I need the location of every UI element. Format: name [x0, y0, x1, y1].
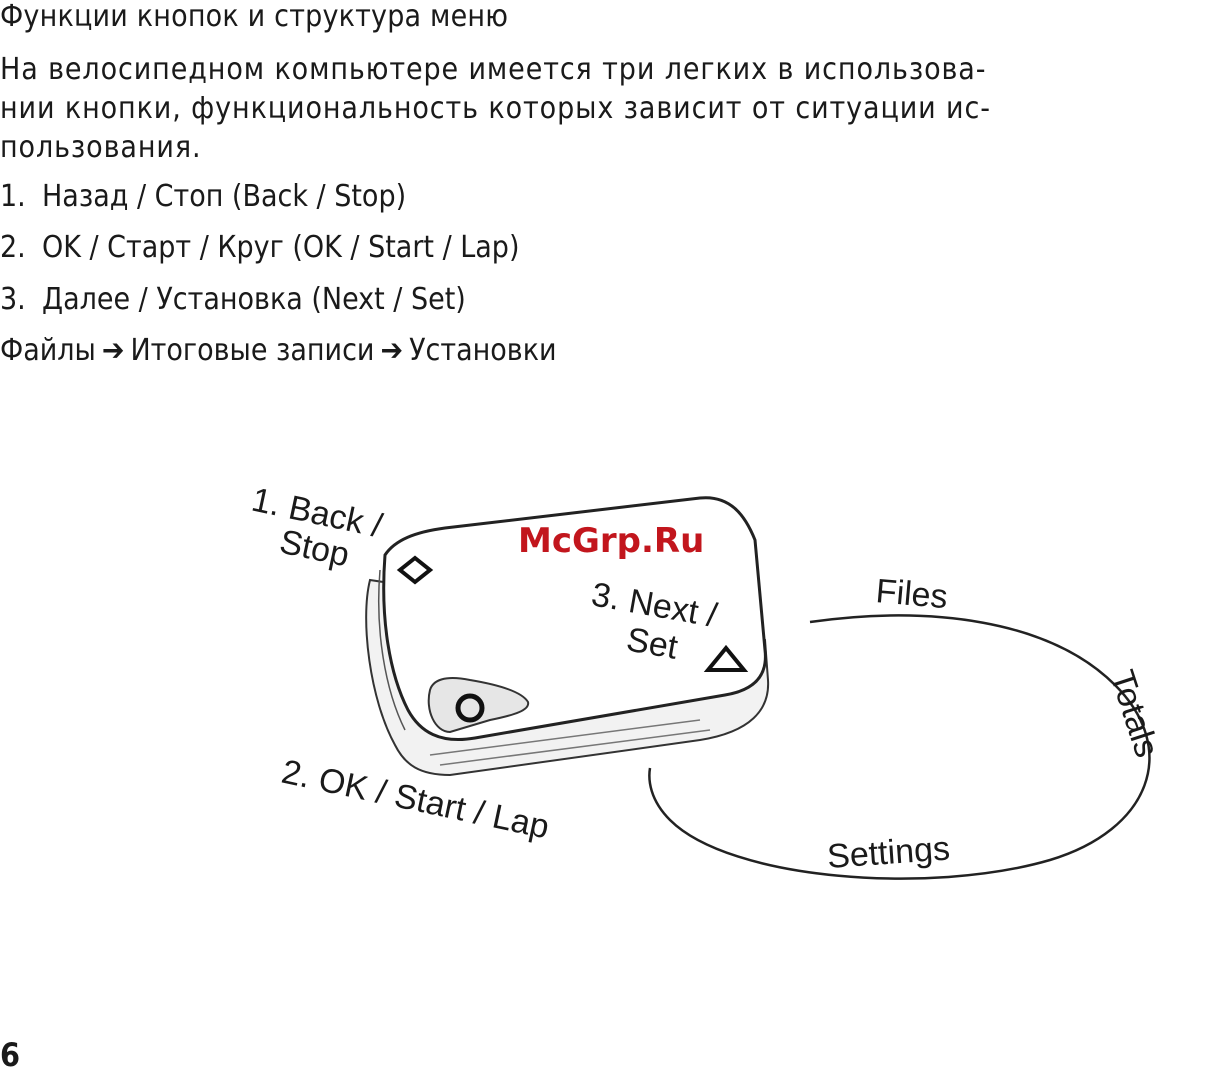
label-menu-totals: Totals	[1102, 666, 1166, 762]
menu-item-settings: Установки	[409, 333, 557, 368]
device-diagram: 1. Back / Stop 3. Next / Set 2. OK / Sta…	[230, 470, 1190, 910]
circle-icon	[455, 693, 485, 723]
label-menu-settings: Settings	[826, 830, 951, 876]
list-text: Назад / Стоп (Back / Stop)	[42, 179, 407, 214]
menu-item-files: Файлы	[0, 333, 96, 368]
device-diagram-svg: 1. Back / Stop 3. Next / Set 2. OK / Sta…	[248, 481, 1166, 880]
page-number: 6	[0, 1036, 21, 1074]
intro-paragraph: На велосипедном компьютере имеется три л…	[0, 50, 1000, 167]
diamond-icon	[396, 555, 434, 585]
intro-paragraph-line: пользования.	[0, 130, 202, 165]
menu-item-totals: Итоговые записи	[130, 333, 375, 368]
arrow-right-icon: ➔	[380, 333, 404, 368]
button-list-item: 3. Далее / Установка (Next / Set)	[0, 283, 466, 317]
ok-button-pad	[427, 677, 530, 734]
list-text: OK / Старт / Круг (OK / Start / Lap)	[42, 230, 520, 265]
list-number: 1.	[0, 179, 26, 214]
list-text: Далее / Установка (Next / Set)	[42, 282, 466, 317]
button-list-item: 1. Назад / Стоп (Back / Stop)	[0, 180, 406, 214]
list-number: 3.	[0, 282, 26, 317]
intro-paragraph-line: На велосипедном компьютере имеется три л…	[0, 52, 987, 87]
menu-structure-line: Файлы➔Итоговые записи➔Установки	[0, 334, 557, 368]
label-next-line2: Set	[624, 620, 681, 666]
device-edge-line	[377, 569, 406, 731]
device-edge-line	[429, 719, 701, 756]
arrow-right-icon: ➔	[101, 333, 125, 368]
label-menu-files: Files	[874, 572, 949, 616]
button-list-item: 2. OK / Старт / Круг (OK / Start / Lap)	[0, 231, 519, 265]
device-edge-line	[439, 729, 711, 766]
intro-paragraph-line: нии кнопки, функциональность которых зав…	[0, 91, 991, 126]
watermark: McGrp.Ru	[518, 521, 704, 561]
device-top-face	[382, 496, 767, 742]
menu-loop-curve	[648, 614, 1151, 880]
list-number: 2.	[0, 230, 26, 265]
triangle-icon	[703, 644, 749, 672]
section-heading: Функции кнопок и структура меню	[0, 0, 509, 34]
